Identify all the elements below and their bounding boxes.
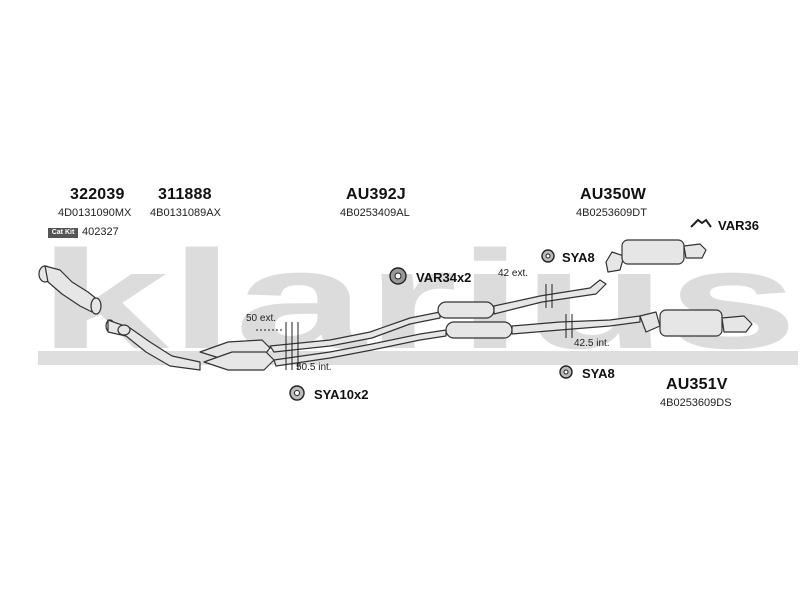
- y-pipe: [269, 311, 441, 353]
- accessory-var34x2[interactable]: VAR34x2: [416, 270, 472, 285]
- rubber-mount-icon: [389, 267, 407, 285]
- oe-number: 4D0131090MX: [58, 207, 132, 219]
- oe-number: 4B0253609DT: [576, 207, 647, 219]
- rear-silencer-au351v: [639, 309, 753, 337]
- hanger-clip-icon: [690, 218, 712, 228]
- rubber-mount-icon: [559, 365, 573, 379]
- accessory-sya8-lower[interactable]: SYA8: [582, 366, 615, 381]
- dimension-label: 50 ext.: [246, 313, 277, 324]
- part-number-au350w[interactable]: AU350W: [580, 186, 647, 203]
- oe-number: 4B0253609DS: [660, 397, 732, 409]
- centre-silencer-au392j: [437, 279, 641, 339]
- part-number-311888[interactable]: 311888: [158, 186, 212, 203]
- rear-silencer-au350w: [605, 239, 707, 273]
- cat-kit-badge: Cat Kit: [48, 228, 78, 238]
- part-number-322039[interactable]: 322039: [70, 186, 125, 203]
- front-catalyst-322039: [38, 265, 102, 315]
- part-number-au351v[interactable]: AU351V: [666, 376, 728, 393]
- y-pipe-lower: [273, 329, 447, 367]
- oe-number: 4B0131089AX: [150, 207, 221, 219]
- accessory-sya10x2[interactable]: SYA10x2: [314, 387, 369, 402]
- cat-kit-number[interactable]: 402327: [82, 226, 119, 238]
- oe-number: 4B0253409AL: [340, 207, 410, 219]
- dimension-label: 42 ext.: [498, 268, 529, 279]
- accessory-sya8-upper[interactable]: SYA8: [562, 250, 595, 265]
- front-pipe-311888: [105, 319, 201, 371]
- rubber-mount-icon: [289, 385, 305, 401]
- dimension-label: 42.5 int.: [574, 338, 610, 349]
- rubber-mount-icon: [541, 249, 555, 263]
- twin-catalyst: [199, 339, 275, 371]
- dimension-label: 50.5 int.: [296, 362, 332, 373]
- part-number-au392j[interactable]: AU392J: [346, 186, 406, 203]
- accessory-var36[interactable]: VAR36: [718, 218, 759, 233]
